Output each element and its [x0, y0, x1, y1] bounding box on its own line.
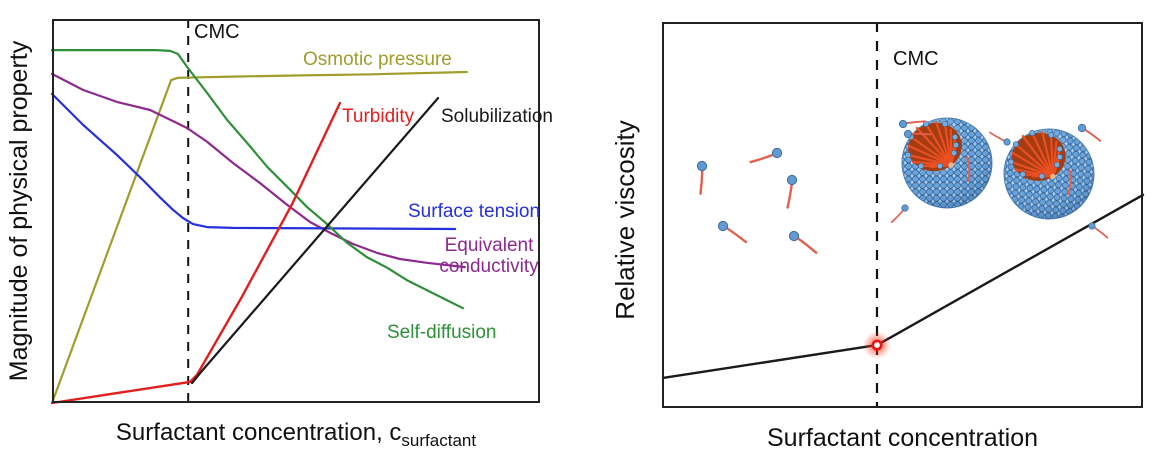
solubilization-curve — [191, 96, 440, 385]
left-x-axis-label-subscript: surfactant — [401, 431, 477, 450]
equivalent-conductivity-label-line1: Equivalent — [444, 235, 534, 256]
right-plot — [661, 22, 1145, 408]
left-plot — [50, 19, 540, 405]
surface-tension-curve — [50, 92, 457, 231]
free-surfactant-molecule — [785, 229, 822, 254]
self-diffusion-label: Self-diffusion — [387, 322, 497, 343]
right-y-axis-label: Relative viscosity — [610, 120, 640, 320]
equivalent-conductivity-label: Equivalent conductivity — [436, 235, 542, 277]
osmotic-pressure-curve — [50, 70, 468, 405]
free-surfactant-molecule — [890, 201, 911, 227]
free-surfactant-molecules — [689, 141, 822, 254]
free-surfactant-molecule — [1086, 221, 1112, 239]
right-cmc-annotation: CMC — [893, 48, 939, 70]
right-x-axis-label: Surfactant concentration — [767, 424, 1038, 452]
left-y-axis-label: Magnitude of physical property — [5, 40, 33, 382]
left-plot-border — [52, 19, 540, 403]
turbidity-label: Turbidity — [342, 106, 415, 127]
left-x-axis-label-main: Surfactant concentration, c — [115, 419, 402, 446]
equivalent-conductivity-label-line2: conductivity — [439, 256, 539, 277]
free-surfactant-molecule — [714, 219, 751, 244]
left-x-axis-label: Surfactant concentration, csurfactant — [52, 419, 540, 451]
equivalent-conductivity-curve — [50, 72, 466, 269]
free-surfactant-molecule — [1075, 122, 1105, 142]
left-cmc-annotation: CMC — [194, 21, 240, 43]
micelle-illustration — [998, 123, 1100, 225]
self-diffusion-curve — [50, 49, 464, 310]
free-surfactant-molecule — [749, 141, 785, 175]
micelle-illustration — [900, 116, 994, 210]
free-surfactant-molecule — [689, 159, 716, 196]
solubilization-label: Solubilization — [441, 106, 553, 127]
micelle-illustrations — [890, 110, 1112, 239]
free-surfactant-molecule — [780, 173, 804, 209]
surface-tension-label: Surface tension — [408, 201, 541, 222]
cmc-kink-point — [871, 339, 883, 351]
free-surfactant-molecule — [987, 131, 1013, 147]
turbidity-curve — [50, 101, 342, 405]
relative-viscosity-line — [661, 193, 1145, 380]
right-plot-border — [662, 22, 1143, 408]
osmotic-pressure-label: Osmotic pressure — [303, 49, 452, 70]
